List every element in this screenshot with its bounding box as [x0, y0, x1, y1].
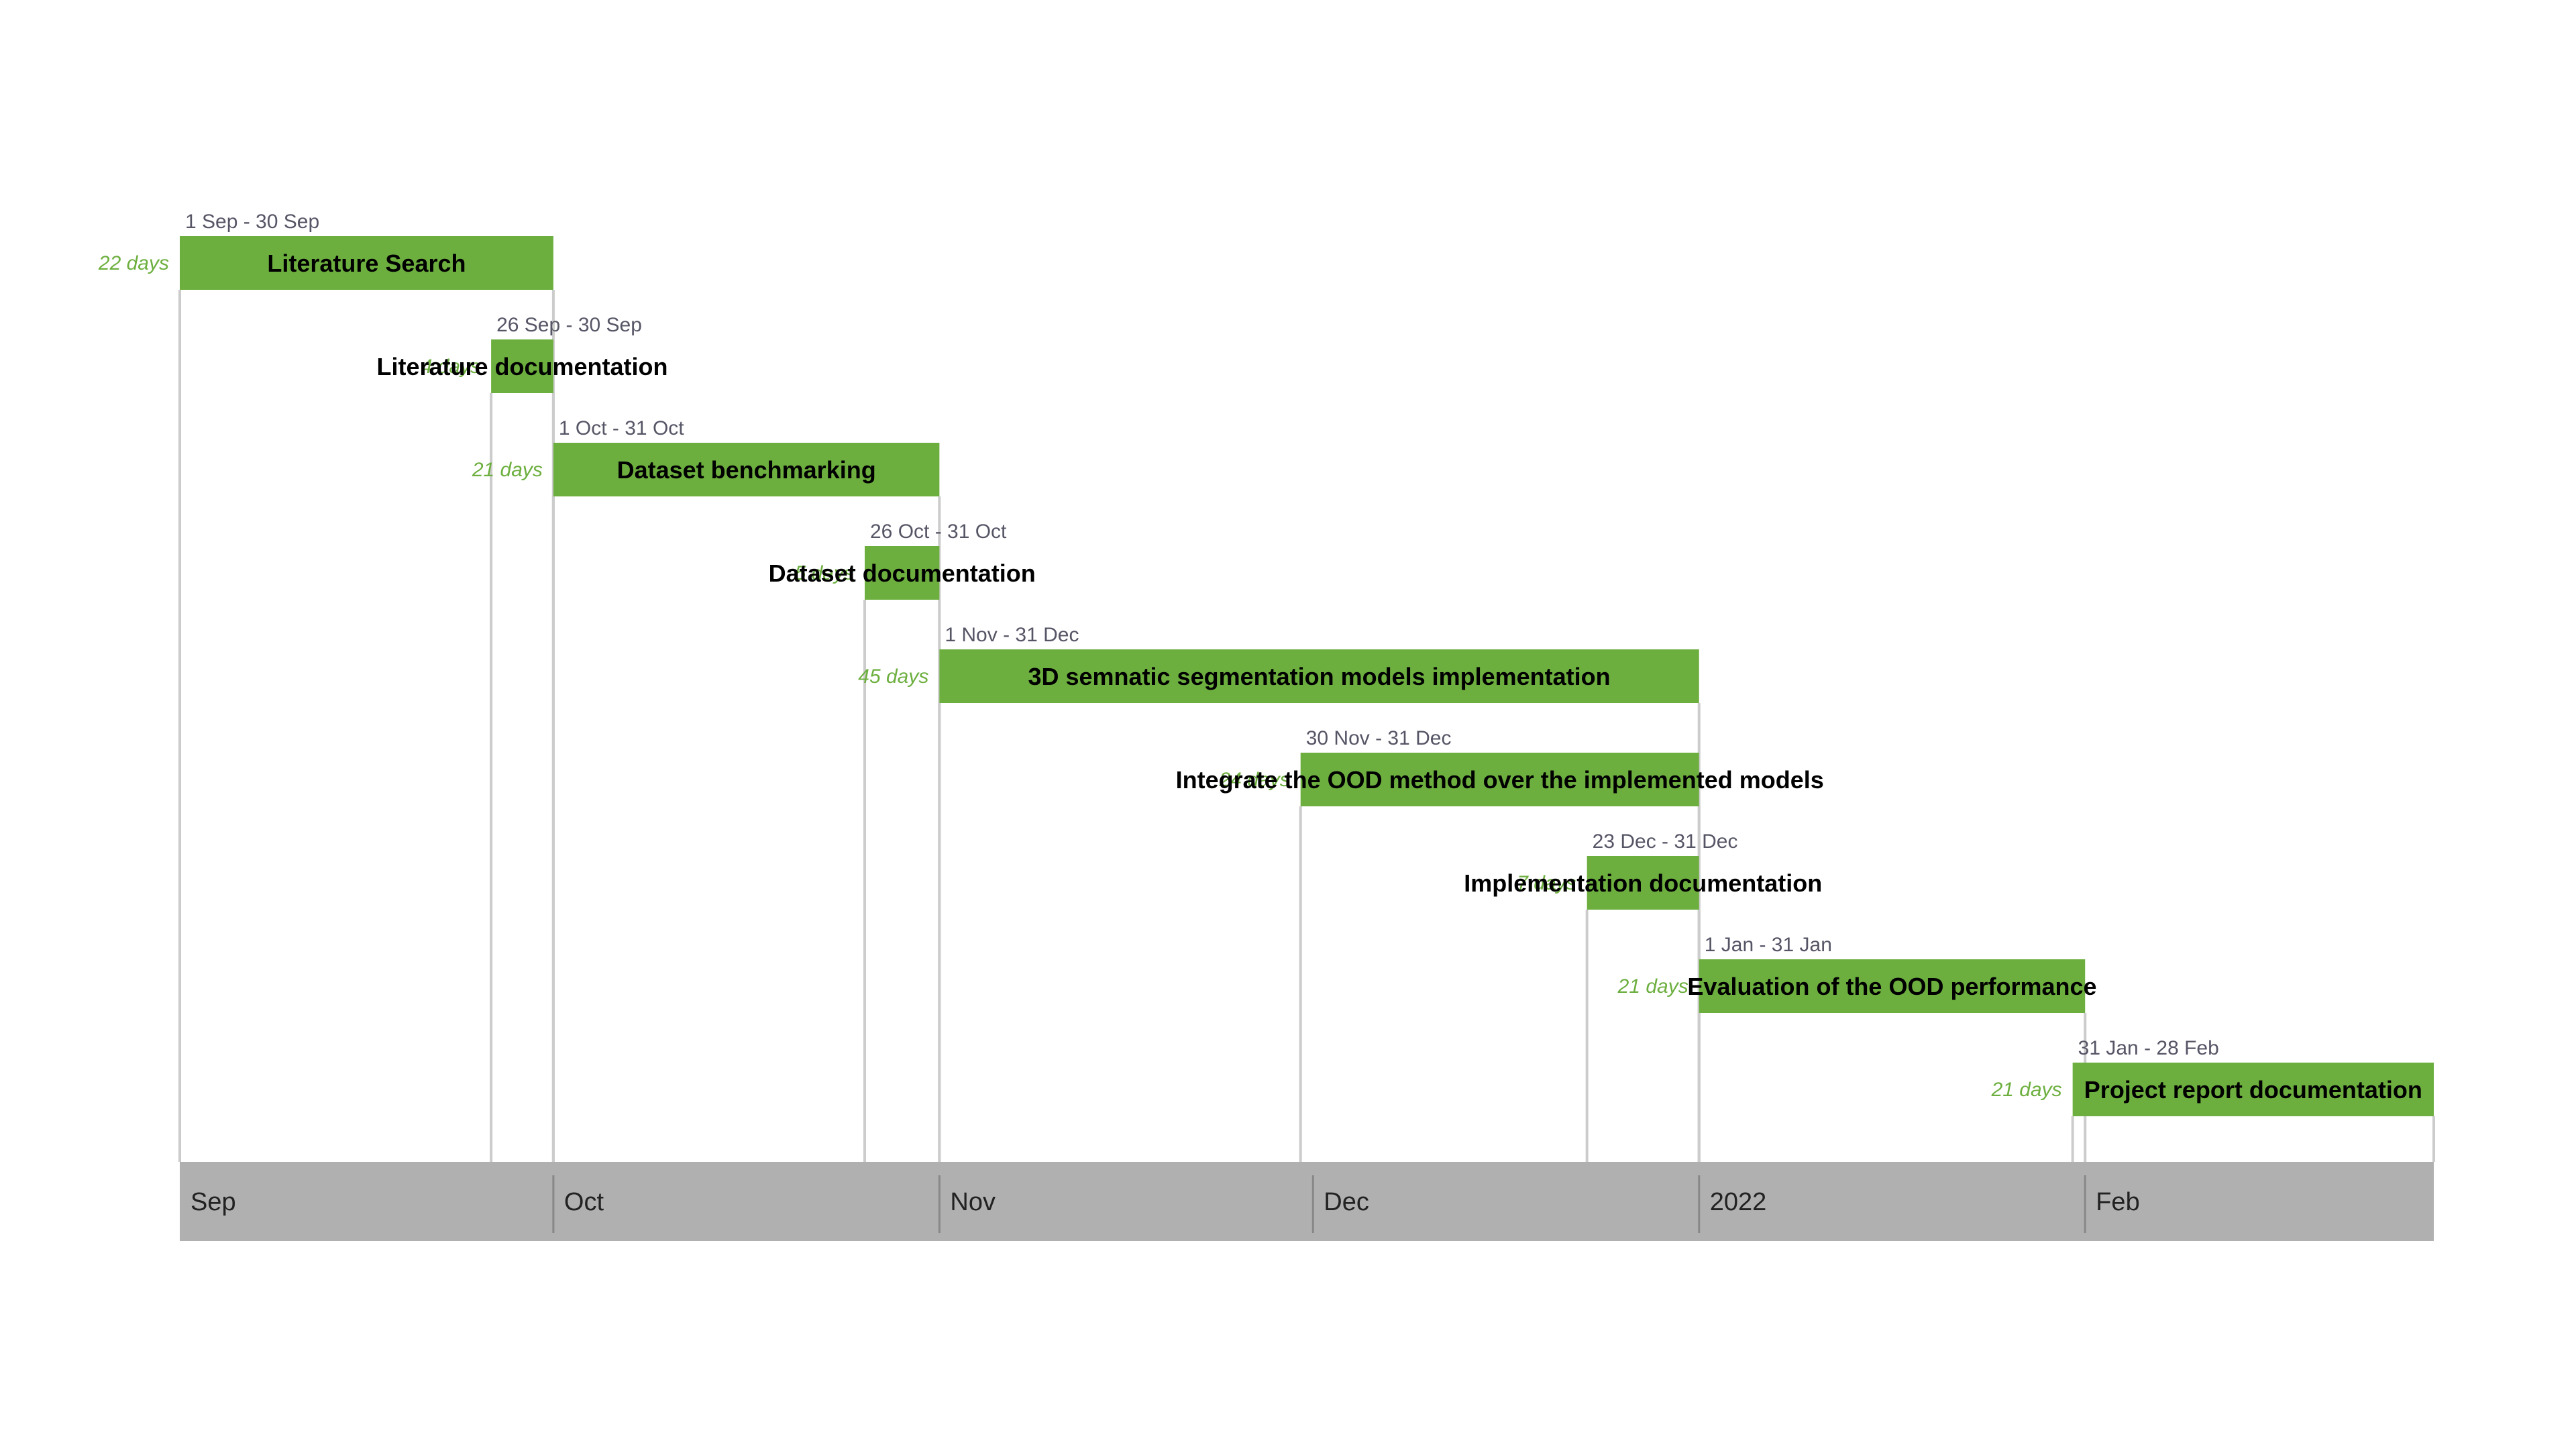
task-date-range-label: 26 Sep - 30 Sep [496, 314, 642, 336]
task-name-label: Evaluation of the OOD performance [1687, 973, 2096, 1000]
task-date-range-label: 30 Nov - 31 Dec [1306, 727, 1452, 749]
task-name-label: Integrate the OOD method over the implem… [1176, 766, 1824, 794]
task-date-range-label: 1 Oct - 31 Oct [559, 417, 684, 439]
task-name-label: Dataset documentation [769, 559, 1036, 587]
task-date-range-label: 23 Dec - 31 Dec [1593, 830, 1738, 853]
axis-tick-label: Dec [1324, 1188, 1369, 1216]
task-name-label: Literature documentation [376, 353, 667, 380]
task-bar [553, 443, 940, 496]
axis-tick-label: Feb [2096, 1188, 2139, 1216]
task-duration-label: 24 days [1219, 769, 1290, 791]
task-duration-label: 21 days [1991, 1079, 2062, 1101]
task-duration-label: 22 days [98, 252, 169, 274]
task-duration-label: 5 days [795, 562, 854, 584]
task-bars-layer [180, 236, 2434, 1116]
task-duration-label: 7 days [1517, 872, 1576, 894]
task-date-range-label: 1 Jan - 31 Jan [1705, 934, 1832, 956]
axis-tick-label: Sep [191, 1188, 236, 1216]
guide-lines-layer [178, 290, 2435, 1162]
axis-tick-label: Oct [564, 1188, 604, 1216]
task-bar [1300, 753, 1699, 806]
task-date-range-label: 31 Jan - 28 Feb [2078, 1037, 2219, 1059]
task-name-label: Implementation documentation [1464, 869, 1822, 897]
task-name-label: Project report documentation [2084, 1076, 2422, 1104]
task-duration-label: 21 days [1617, 975, 1688, 998]
axis-band [180, 1162, 2434, 1241]
task-bar [939, 649, 1699, 703]
task-bar [1699, 959, 2086, 1013]
task-bar [2072, 1063, 2434, 1116]
axis-tick-label: 2022 [1710, 1188, 1767, 1216]
task-duration-label: 21 days [472, 459, 543, 481]
task-name-label: Dataset benchmarking [617, 456, 876, 484]
task-labels-layer: 1 Sep - 30 Sep 22 days Literature Search 26… [98, 211, 2422, 1104]
task-date-range-label: 26 Oct - 31 Oct [870, 521, 1007, 543]
task-name-label: Literature Search [267, 250, 466, 277]
task-name-label: 3D semnatic segmentation models implemen… [1028, 663, 1610, 690]
task-duration-label: 4 days [421, 356, 480, 378]
task-bar [180, 236, 553, 290]
task-date-range-label: 1 Nov - 31 Dec [945, 624, 1079, 646]
axis-tick-label: Nov [950, 1188, 996, 1216]
task-bar [1587, 856, 1699, 910]
task-duration-label: 45 days [858, 665, 928, 688]
timeline-axis: Sep Oct Nov Dec 2022 Feb [180, 1162, 2434, 1241]
task-date-range-label: 1 Sep - 30 Sep [185, 211, 319, 233]
task-bar [491, 339, 553, 393]
task-bar [864, 546, 940, 600]
